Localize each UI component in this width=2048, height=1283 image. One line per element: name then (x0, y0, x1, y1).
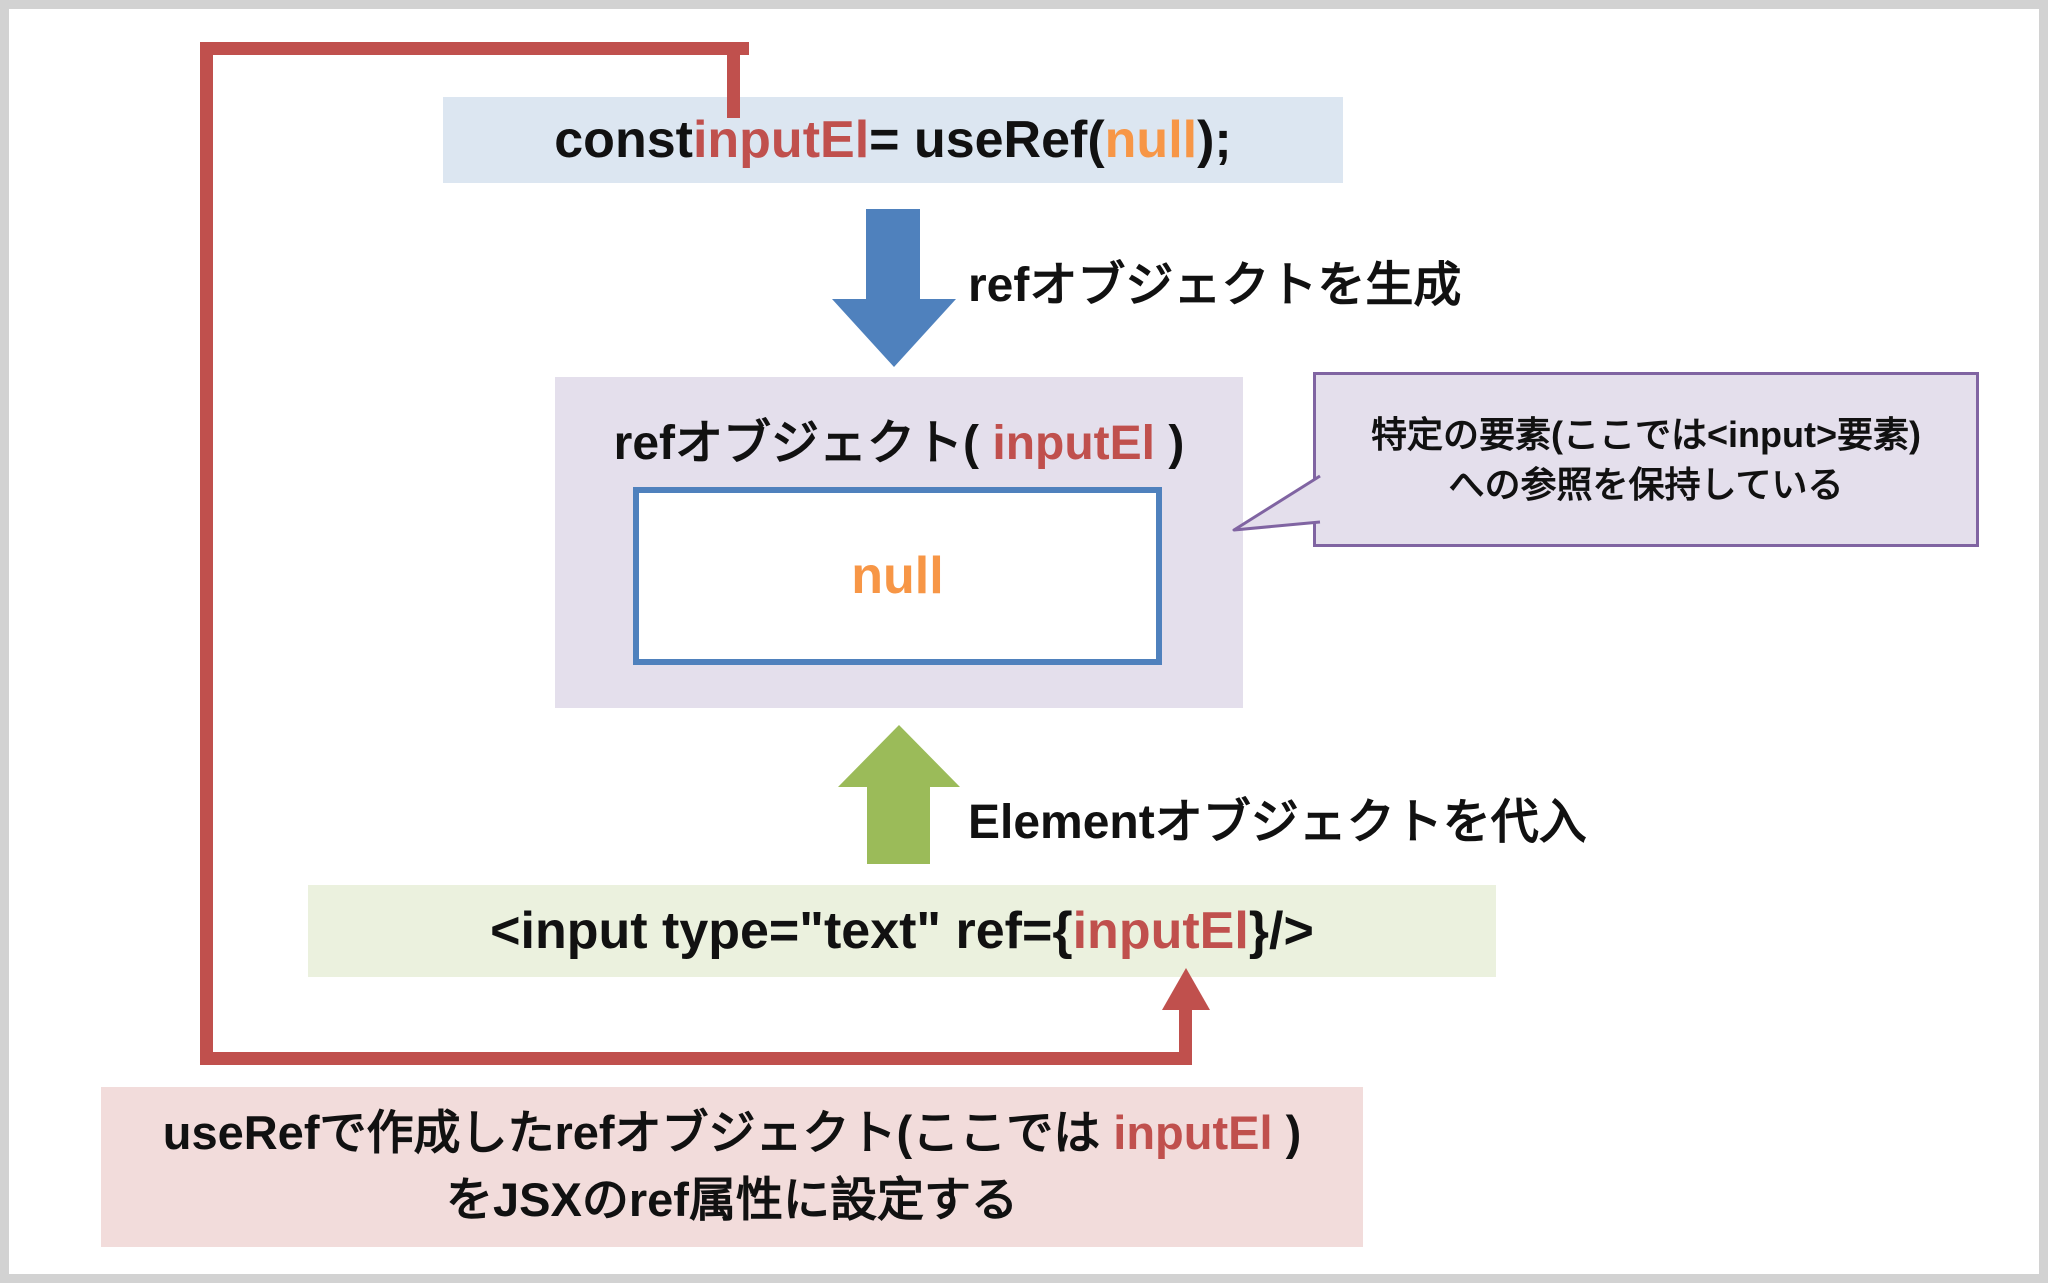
jsx-code-box: <input type="text" ref={ inputEl }/> (308, 885, 1496, 977)
useref-code-box: const inputEl = useRef( null ); (443, 97, 1343, 183)
jsx-segment-inputel: inputEl (1072, 902, 1249, 960)
loop-line-top (200, 42, 749, 55)
ref-current-value-box: null (633, 487, 1162, 665)
code-segment: = useRef( (869, 111, 1105, 169)
title-segment: refオブジェクト( (613, 417, 980, 470)
callout-tail-icon (1232, 474, 1321, 532)
bottom-note-box: useRefで作成したrefオブジェクト(ここでは inputEl ) をJSX… (101, 1087, 1363, 1247)
callout-line1: 特定の要素(ここでは<input>要素) (1371, 413, 1921, 455)
jsx-segment: }/> (1248, 902, 1314, 960)
code-segment-null: null (1104, 111, 1198, 169)
null-value: null (851, 547, 944, 605)
code-segment: const (554, 111, 693, 169)
title-segment: ) (1168, 417, 1185, 470)
down-arrow-head-icon (832, 299, 956, 367)
bottom-note-line2: をJSXのref属性に設定する (446, 1173, 1018, 1226)
generate-ref-label: refオブジェクトを生成 (968, 259, 1462, 312)
title-segment-inputel: inputEl (992, 417, 1155, 470)
down-arrow-icon (866, 209, 920, 301)
jsx-segment: <input type="text" ref={ (490, 902, 1073, 960)
callout-line2: への参照を保持している (1448, 463, 1844, 505)
loop-line-bottom (200, 1052, 1192, 1065)
loop-line-entry (727, 42, 740, 118)
bottom-note-line1: useRefで作成したrefオブジェクト(ここでは inputEl ) (163, 1100, 1301, 1167)
loop-arrow-up-icon (1162, 968, 1210, 1010)
code-segment-inputel: inputEl (692, 111, 870, 169)
ref-object-box: refオブジェクト( inputEl ) null (555, 377, 1243, 708)
ref-object-title: refオブジェクト( inputEl ) (555, 403, 1243, 473)
code-segment: ); (1197, 111, 1232, 169)
loop-line-up (1179, 1008, 1192, 1065)
loop-line-left (200, 42, 213, 1065)
up-arrow-head-icon (838, 725, 960, 787)
note-segment-inputel: inputEl (1113, 1106, 1273, 1160)
up-arrow-icon (867, 785, 930, 864)
callout-bubble: 特定の要素(ここでは<input>要素) への参照を保持している (1232, 372, 1979, 547)
note-segment: useRefで作成したrefオブジェクト(ここでは (162, 1106, 1101, 1160)
note-segment: ) (1285, 1106, 1302, 1160)
assign-element-label: Elementオブジェクトを代入 (968, 796, 1587, 849)
